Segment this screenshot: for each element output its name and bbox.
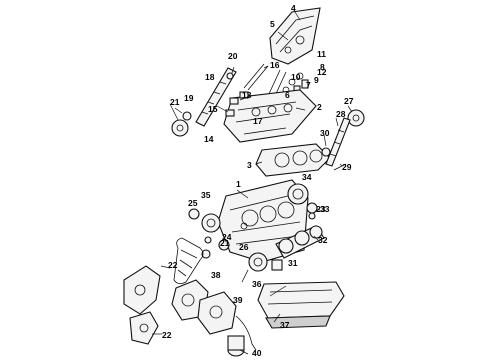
oil-filter-31	[271, 259, 283, 271]
callout-2: 2	[317, 102, 322, 112]
callout-17: 17	[253, 116, 263, 126]
callout-32: 32	[318, 235, 328, 245]
rocker-parts	[225, 91, 249, 117]
callout-labels: 1 2 3 4 5 6 7 8 9 10 11 12 13 14 15 16 1…	[162, 3, 354, 358]
callout-40: 40	[252, 348, 262, 358]
callout-11: 11	[317, 49, 326, 59]
bolt-29	[333, 163, 347, 171]
callout-21-lower: 21	[220, 238, 230, 248]
pushrods-16	[243, 63, 269, 91]
callout-15: 15	[208, 104, 218, 114]
callout-27: 27	[344, 96, 354, 106]
camshaft	[195, 67, 237, 127]
callout-28: 28	[336, 109, 346, 119]
callout-25: 25	[188, 198, 198, 208]
callout-10: 10	[291, 72, 301, 82]
callout-33: 33	[320, 204, 330, 214]
timing-cover-22-lower	[129, 311, 159, 345]
head-gasket	[255, 143, 331, 177]
callout-22-upper: 22	[168, 260, 178, 270]
crankshaft	[275, 225, 325, 259]
timing-chain	[173, 237, 204, 284]
callout-4: 4	[291, 3, 296, 13]
callout-22-lower: 22	[162, 330, 172, 340]
timing-cover-22-upper	[123, 265, 161, 315]
cam-sprocket-21	[171, 119, 189, 137]
leader-lines	[152, 11, 353, 355]
oil-pump	[241, 252, 268, 283]
callout-31: 31	[288, 258, 298, 268]
cap-20	[226, 72, 234, 80]
callout-6: 6	[285, 90, 290, 100]
bolt-21	[201, 249, 211, 259]
callout-24: 24	[222, 232, 232, 242]
pulley-26	[218, 239, 230, 251]
callout-5: 5	[270, 19, 275, 29]
gaskets-33	[306, 202, 318, 220]
callout-20: 20	[228, 51, 238, 61]
seal-19	[182, 111, 192, 121]
callout-35: 35	[201, 190, 211, 200]
callout-7: 7	[306, 80, 311, 90]
cylinder-head	[223, 89, 317, 143]
callout-19: 19	[184, 93, 194, 103]
callout-13: 13	[242, 90, 252, 100]
valve-cover	[269, 7, 321, 65]
seal-30	[321, 147, 331, 157]
callout-8: 8	[320, 62, 325, 72]
camshaft-28	[325, 117, 351, 167]
seal-25	[188, 208, 200, 220]
callout-12: 12	[317, 67, 327, 77]
washer-24	[204, 236, 212, 244]
callout-14: 14	[204, 134, 214, 144]
callout-39: 39	[233, 295, 243, 305]
oil-pan	[257, 281, 345, 329]
callout-1: 1	[236, 179, 241, 189]
callout-38: 38	[211, 270, 221, 280]
callout-3: 3	[247, 160, 252, 170]
water-pump-38	[197, 291, 237, 335]
callout-23: 23	[316, 204, 326, 214]
callout-21-upper: 21	[170, 97, 180, 107]
callout-29: 29	[342, 162, 352, 172]
dipstick-tube-39	[235, 315, 257, 351]
callout-26: 26	[239, 242, 249, 252]
callout-18: 18	[205, 72, 215, 82]
callout-37: 37	[280, 320, 290, 330]
damper-35	[201, 213, 221, 233]
front-cover-34	[287, 183, 309, 205]
cam-sprocket-27	[347, 109, 365, 127]
callout-9: 9	[314, 75, 319, 85]
callout-30: 30	[320, 128, 330, 138]
callout-34: 34	[302, 172, 312, 182]
oil-filter-40	[227, 335, 245, 357]
callout-16: 16	[270, 60, 280, 70]
callout-36: 36	[252, 279, 262, 289]
